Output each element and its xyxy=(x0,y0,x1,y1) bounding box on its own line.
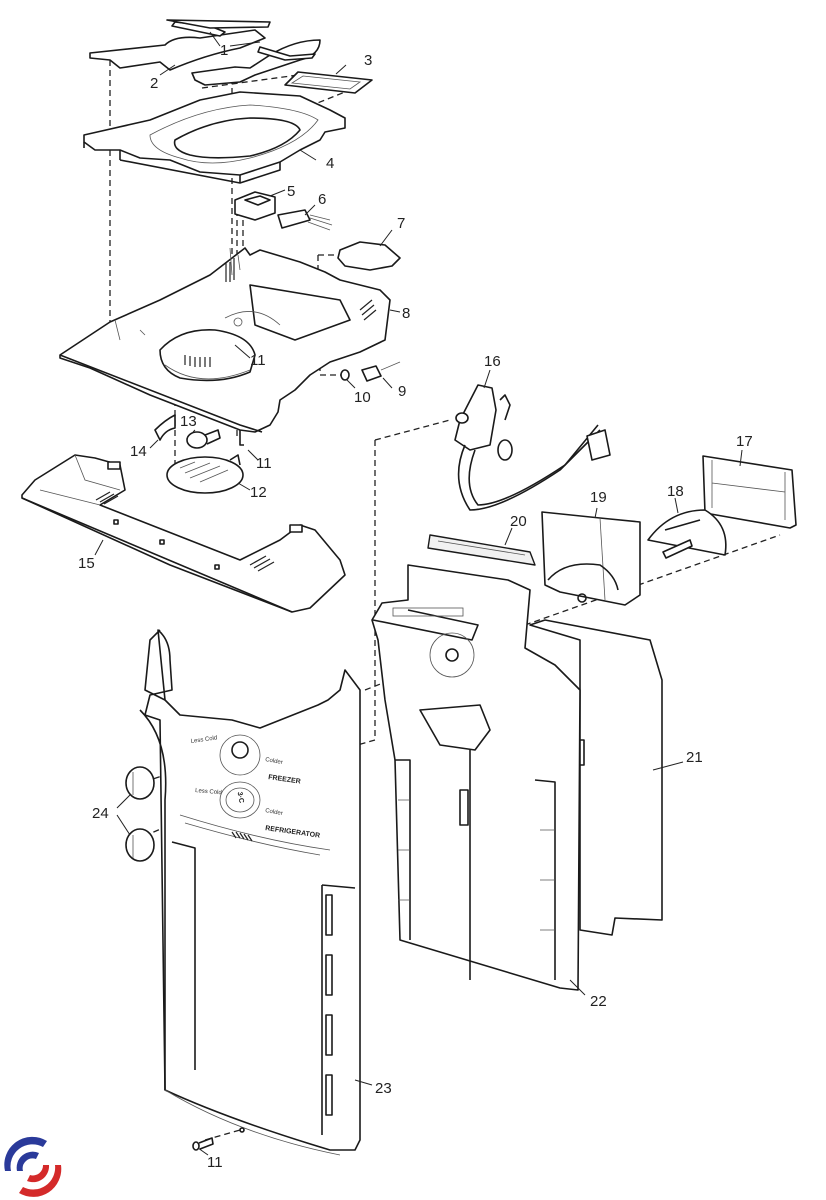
part-9-socket xyxy=(361,361,401,382)
callout-4: 4 xyxy=(326,155,334,172)
part-20-foam-strip xyxy=(427,534,536,566)
part-15-lower-cover xyxy=(21,454,346,613)
part-18-dial-gear xyxy=(647,509,727,559)
callout-21: 21 xyxy=(686,749,703,766)
part-10-washer xyxy=(340,369,350,381)
part-11-screw-upper xyxy=(239,430,244,446)
brand-logo xyxy=(4,1136,62,1197)
freezer-colder-label: Colder xyxy=(265,757,283,766)
callout-leaders xyxy=(94,31,743,1156)
callout-16: 16 xyxy=(484,353,501,370)
callout-3: 3 xyxy=(364,52,372,69)
callout-6: 6 xyxy=(318,191,326,208)
callout-11-bottom: 11 xyxy=(207,1154,223,1171)
callout-11-middle: 11 xyxy=(256,455,272,472)
callout-8: 8 xyxy=(402,305,410,322)
part-1-tapes xyxy=(166,19,316,61)
callout-14: 14 xyxy=(130,443,147,460)
callout-20: 20 xyxy=(510,513,527,530)
callout-18: 18 xyxy=(667,483,684,500)
callout-12: 12 xyxy=(250,484,267,501)
part-11-screw-bottom xyxy=(192,1137,214,1151)
freezer-less-cold-label: Less Cold xyxy=(190,735,217,745)
callout-9: 9 xyxy=(398,383,406,400)
callout-13: 13 xyxy=(180,413,197,430)
freezer-label: FREEZER xyxy=(268,774,301,785)
part-23-front-control-panel xyxy=(139,629,361,1156)
part-7-foam-pad xyxy=(337,241,401,271)
callout-1: 1 xyxy=(220,42,228,59)
part-14-label xyxy=(154,414,176,441)
callout-15: 15 xyxy=(78,555,95,572)
part-13-bulb xyxy=(186,429,221,449)
part-24-knobs xyxy=(125,766,155,862)
part-19-damper-housing xyxy=(541,511,641,606)
callout-23: 23 xyxy=(375,1080,392,1097)
dial-temperature-mark: 3·C xyxy=(236,791,245,803)
callout-5: 5 xyxy=(287,183,295,200)
fridge-colder-label: Colder xyxy=(265,808,283,817)
logo-red-arcs xyxy=(19,1165,62,1197)
part-17-cover-plate xyxy=(702,455,797,529)
callout-17: 17 xyxy=(736,433,753,450)
part-6-connector xyxy=(277,209,333,231)
part-16-thermostat-harness xyxy=(454,384,611,511)
callout-numbers: 1 2 3 4 5 6 7 8 9 10 11 11 11 12 13 14 1… xyxy=(78,42,753,1171)
part-12-lamp-cover xyxy=(166,454,244,494)
logo-blue-arcs xyxy=(4,1136,47,1171)
callout-2: 2 xyxy=(150,75,158,92)
callout-10: 10 xyxy=(354,389,371,406)
part-22-air-duct xyxy=(371,564,585,991)
callout-7: 7 xyxy=(397,215,405,232)
part-5-relay xyxy=(234,191,276,221)
part-8-control-housing xyxy=(59,247,391,433)
part-4-mounting-frame xyxy=(83,91,346,184)
callout-19: 19 xyxy=(590,489,607,506)
callout-24: 24 xyxy=(92,805,109,822)
part-3-gasket xyxy=(284,71,373,94)
fridge-less-cold-label: Less Cold xyxy=(195,788,222,796)
callout-11-upper: 11 xyxy=(250,352,266,369)
callout-22: 22 xyxy=(590,993,607,1010)
